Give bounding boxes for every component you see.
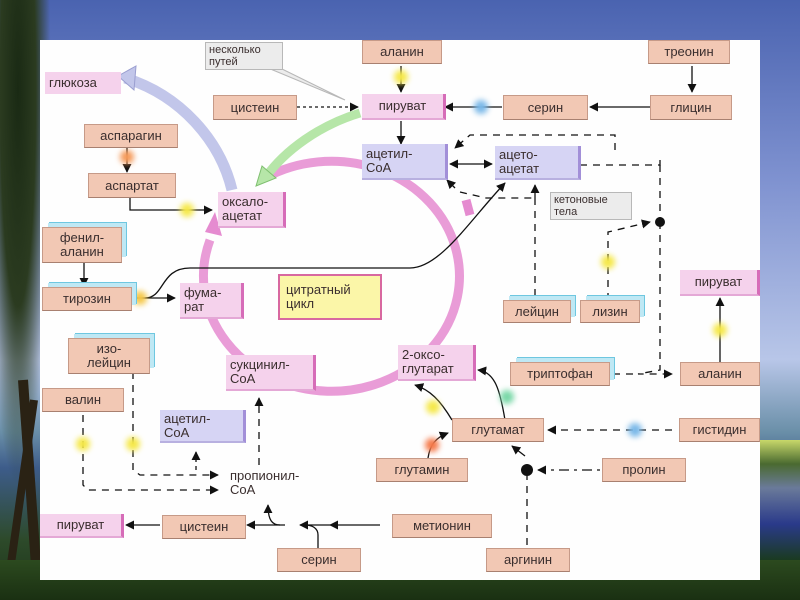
cycle-label: цитратный цикл xyxy=(278,274,382,320)
node-pyruvate-top[interactable]: пируват xyxy=(362,94,446,120)
node-valine[interactable]: валин xyxy=(42,388,124,412)
marker-dot xyxy=(133,291,147,305)
node-acetoacetate[interactable]: ацето- ацетат xyxy=(495,146,581,180)
node-acetyl-coa-bottom[interactable]: ацетил- СоА xyxy=(160,410,246,443)
node-oxoglutarate[interactable]: 2-оксо- глутарат xyxy=(398,345,476,381)
marker-dot xyxy=(500,390,514,404)
marker-dot xyxy=(426,400,440,414)
marker-dot xyxy=(180,203,194,217)
marker-dot xyxy=(126,437,140,451)
marker-dot xyxy=(713,323,727,337)
node-histidine[interactable]: гистидин xyxy=(679,418,760,442)
note-several-paths: несколько путей xyxy=(205,42,283,70)
node-glutamine[interactable]: глутамин xyxy=(376,458,468,482)
node-tyrosine[interactable]: тирозин xyxy=(42,287,132,311)
node-pyruvate-right[interactable]: пируват xyxy=(680,270,760,296)
node-propionyl-coa[interactable]: пропионил- СоА xyxy=(230,468,300,497)
node-serine-bottom[interactable]: серин xyxy=(277,548,361,572)
marker-dot xyxy=(120,150,134,164)
node-proline[interactable]: пролин xyxy=(602,458,686,482)
node-glycine[interactable]: глицин xyxy=(650,95,732,120)
node-acetyl-coa-top[interactable]: ацетил- СоА xyxy=(362,144,448,180)
node-lysine[interactable]: лизин xyxy=(580,300,640,323)
marker-dot xyxy=(474,100,488,114)
node-asparagine[interactable]: аспарагин xyxy=(84,124,178,148)
node-oxaloacetate[interactable]: оксало- ацетат xyxy=(218,192,286,228)
node-threonine[interactable]: треонин xyxy=(648,40,730,64)
node-methionine[interactable]: метионин xyxy=(392,514,492,538)
node-tryptophan[interactable]: триптофан xyxy=(510,362,610,386)
node-alanine-right[interactable]: аланин xyxy=(680,362,760,386)
node-aspartate[interactable]: аспартат xyxy=(88,173,176,198)
marker-dot xyxy=(601,255,615,269)
note-ketone-bodies: кетоновые тела xyxy=(550,192,632,220)
diagram-slide xyxy=(40,40,760,580)
node-phenylalanine[interactable]: фенил- аланин xyxy=(42,227,122,263)
node-cysteine-bottom[interactable]: цистеин xyxy=(162,515,246,539)
marker-dot xyxy=(76,437,90,451)
node-arginine[interactable]: аргинин xyxy=(486,548,570,572)
water-background xyxy=(760,440,800,560)
node-alanine-top[interactable]: аланин xyxy=(362,40,442,64)
marker-dot xyxy=(394,70,408,84)
node-fumarate[interactable]: фума- рат xyxy=(180,283,244,319)
node-glutamate[interactable]: глутамат xyxy=(452,418,544,442)
node-isoleucine[interactable]: изо- лейцин xyxy=(68,338,150,374)
marker-dot xyxy=(628,423,642,437)
node-pyruvate-bottom[interactable]: пируват xyxy=(40,514,124,538)
node-serine-top[interactable]: серин xyxy=(503,95,588,120)
marker-dot xyxy=(425,438,439,452)
node-glucose[interactable]: глюкоза xyxy=(45,72,121,94)
node-leucine[interactable]: лейцин xyxy=(503,300,571,323)
node-cysteine-top[interactable]: цистеин xyxy=(213,95,297,120)
node-succinyl-coa[interactable]: сукцинил- СоА xyxy=(226,355,316,391)
